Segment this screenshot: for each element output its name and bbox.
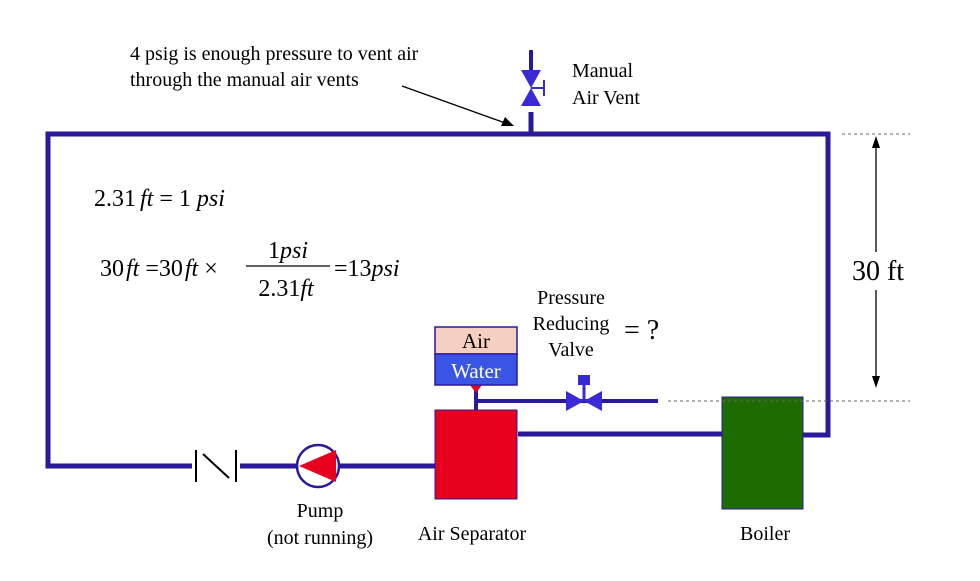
arrow-down-icon (872, 376, 880, 388)
prv-valve-icon-right (584, 391, 602, 411)
boiler-tank (721, 396, 804, 510)
expansion-tank: Air Water (434, 326, 518, 386)
annotation-arrow (401, 85, 509, 125)
svg-text:2.31ft: 2.31ft (258, 276, 315, 302)
tank-water-section (434, 353, 518, 386)
equation-2: 30ft =30ft × 1psi 2.31ft =13psi (100, 238, 400, 302)
prv-label-line1: Pressure (537, 287, 605, 309)
air-separator-label: Air Separator (418, 523, 527, 545)
piping-loop (45, 112, 831, 469)
annotation-line2: through the manual air vents (130, 69, 359, 91)
loop-pipe (45, 131, 831, 469)
pump-icon (295, 443, 341, 489)
svg-text:30ft =30ft ×: 30ft =30ft × (100, 256, 218, 282)
manual-air-vent-label-line1: Manual (572, 60, 634, 82)
prv-question: = ? (624, 315, 659, 346)
prv-valve-icon (566, 391, 584, 411)
height-dimension: 30 ft (668, 133, 910, 402)
pump-label-line1: Pump (297, 500, 344, 522)
prv-label-line3: Valve (548, 339, 594, 361)
tank-air-section (434, 326, 518, 355)
vent-valve-icon-bottom (521, 88, 541, 106)
tank-drip-marker (470, 385, 482, 393)
check-valve-icon (192, 450, 240, 482)
annotation-line1: 4 psig is enough pressure to vent air (130, 43, 419, 65)
air-separator-tank (434, 409, 518, 500)
prv-label-line2: Reducing (533, 313, 610, 335)
tank-air-label: Air (462, 329, 490, 353)
arrow-up-icon (872, 136, 880, 148)
prv-branch (470, 375, 658, 411)
height-label: 30 ft (852, 256, 904, 287)
prv-actuator-icon (578, 375, 590, 385)
boiler-label: Boiler (740, 523, 790, 545)
svg-text:=13psi: =13psi (334, 256, 400, 282)
vent-valve-icon-top (521, 70, 541, 88)
manual-air-vent-label-line2: Air Vent (572, 87, 640, 109)
svg-text:1psi: 1psi (268, 238, 308, 264)
manual-air-vent-valve (521, 50, 545, 106)
annotation-arrowhead-icon (501, 117, 514, 126)
vent-annotation: 4 psig is enough pressure to vent air th… (130, 43, 514, 126)
pump-label-line2: (not running) (267, 527, 373, 549)
tank-water-label: Water (451, 359, 501, 383)
